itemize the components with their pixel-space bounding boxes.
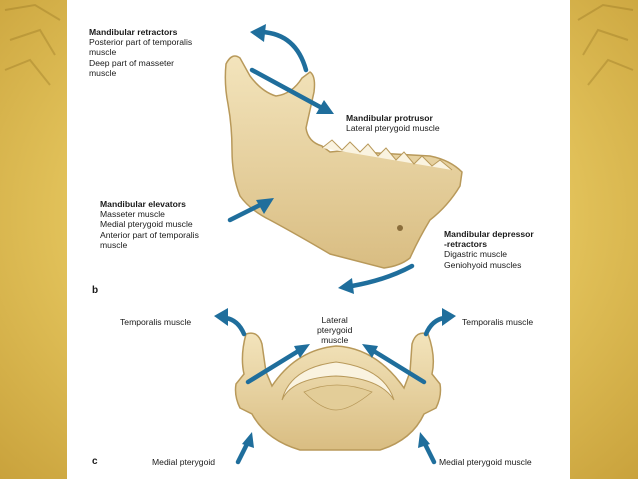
- depressor-line: Digastric muscle: [444, 249, 508, 260]
- label-mandibular-retractors: Mandibular retractors Posterior part of …: [89, 27, 192, 78]
- retractors-line: Posterior part of temporalis: [89, 37, 193, 48]
- elevators-line: muscle: [100, 239, 128, 250]
- arrow-depressor: [338, 263, 415, 294]
- arrow-retractors: [250, 24, 309, 73]
- protrusor-title: Mandibular protrusor: [346, 113, 433, 123]
- protrusor-line: Lateral pterygoid muscle: [346, 123, 440, 134]
- retractors-line: muscle: [89, 67, 117, 78]
- arrow-lateral-pterygoid-left: [245, 344, 310, 385]
- depressor-title-line2: -retractors: [444, 239, 487, 250]
- label-temporalis-left: Temporalis muscle: [120, 317, 192, 327]
- elevators-line: Medial pterygoid muscle: [100, 219, 193, 230]
- lateral-pterygoid-line: pterygoid: [317, 325, 353, 336]
- label-temporalis-right: Temporalis muscle: [462, 317, 534, 327]
- panel-letter-c: c: [92, 456, 98, 467]
- arrow-temporalis-left: [214, 308, 247, 337]
- depressor-line: Geniohyoid muscles: [444, 259, 522, 270]
- mandible-superior-view: [234, 332, 442, 451]
- retractors-line: muscle: [89, 47, 117, 58]
- label-mandibular-depressor: Mandibular depressor -retractors Digastr…: [444, 229, 534, 270]
- label-lateral-pterygoid: Lateral pterygoid muscle: [317, 315, 352, 346]
- arrow-lateral-pterygoid-right: [362, 344, 427, 385]
- panel-letter-b: b: [92, 285, 99, 296]
- arrow-medial-pterygoid-right: [418, 432, 437, 465]
- label-mandibular-elevators: Mandibular elevators Masseter muscle Med…: [100, 199, 199, 250]
- arrow-elevators: [227, 198, 274, 223]
- arrow-temporalis-right: [423, 308, 456, 337]
- retractors-line: Deep part of masseter: [89, 57, 175, 68]
- label-medial-pterygoid-left: Medial pterygoid: [152, 457, 216, 467]
- elevators-title: Mandibular elevators: [100, 199, 186, 209]
- label-mandibular-protrusor: Mandibular protrusor Lateral pterygoid m…: [346, 113, 440, 133]
- arrow-protrusor: [249, 67, 334, 114]
- mandible-lateral-view: [224, 55, 463, 269]
- depressor-title-line1: Mandibular depressor: [444, 229, 534, 239]
- elevators-line: Anterior part of temporalis: [100, 229, 199, 240]
- decorative-pattern-left: [4, 3, 61, 86]
- lateral-pterygoid-line: muscle: [321, 335, 349, 346]
- elevators-line: Masseter muscle: [100, 209, 165, 220]
- lateral-pterygoid-line: Lateral: [321, 315, 348, 325]
- label-medial-pterygoid-right: Medial pterygoid muscle: [439, 457, 532, 467]
- retractors-title: Mandibular retractors: [89, 27, 178, 37]
- arrow-medial-pterygoid-left: [235, 432, 254, 465]
- decorative-pattern-right: [577, 3, 634, 86]
